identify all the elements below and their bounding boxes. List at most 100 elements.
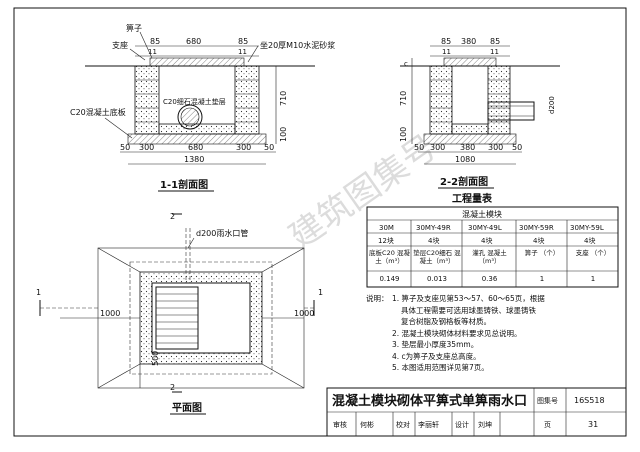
plan-pipe-label: d200雨水口管 bbox=[196, 228, 248, 238]
table-header-1: 30MY-49R bbox=[416, 224, 451, 232]
table-value-0: 0.149 bbox=[379, 275, 400, 283]
base-slab bbox=[127, 133, 267, 145]
pipe-label-2: d200 bbox=[548, 96, 556, 114]
design-label: 设计 bbox=[455, 420, 469, 429]
dim22-top-11a: 11 bbox=[442, 48, 451, 56]
plan-dim-500: 500 bbox=[151, 351, 160, 366]
section-mark-1-right: 1 bbox=[318, 288, 323, 297]
table-count-4: 4块 bbox=[584, 236, 595, 245]
cushion-layer bbox=[158, 123, 236, 135]
dim22-bot-300a: 300 bbox=[430, 143, 445, 152]
dim-total-1380: 1380 bbox=[184, 155, 204, 164]
dim22-bot-50a: 50 bbox=[414, 143, 424, 152]
reviewer-name: 何彬 bbox=[360, 420, 374, 429]
designer-name: 刘坤 bbox=[478, 420, 492, 429]
dim22-bot-380: 380 bbox=[460, 143, 475, 152]
page-number: 31 bbox=[588, 420, 598, 429]
right-wall bbox=[234, 65, 260, 135]
checker-name: 李丽轩 bbox=[418, 420, 439, 429]
table-group-header: 混凝土模块 bbox=[462, 209, 502, 219]
dim-bot-50a: 50 bbox=[120, 143, 130, 152]
atlas-label: 图集号 bbox=[537, 396, 558, 405]
base-slab-2 bbox=[423, 133, 517, 145]
label-mortar: 坐20厚M10水泥砂浆 bbox=[260, 40, 335, 50]
notes-heading: 说明： bbox=[366, 294, 389, 303]
dim-top-11b: 11 bbox=[238, 48, 247, 56]
cushion-layer-2 bbox=[451, 123, 489, 135]
dim22-bot-300b: 300 bbox=[488, 143, 503, 152]
table-item-0: 底板C20 混凝土（m³） bbox=[369, 249, 410, 265]
dim22-bot-50b: 50 bbox=[512, 143, 522, 152]
section-mark-2-top: 2 bbox=[170, 212, 175, 221]
dim-top-11a: 11 bbox=[148, 48, 157, 56]
table-value-1: 0.013 bbox=[426, 275, 448, 283]
table-item-3: 箅子 （个） bbox=[524, 249, 560, 257]
right-wall-2 bbox=[487, 65, 511, 135]
note-line-0: 1. 箅子及支座见第53～57、60～65页，根据 bbox=[392, 294, 545, 303]
note-line-2: 复合树脂及钢格板等材质。 bbox=[401, 317, 491, 326]
label-seat: 支座 bbox=[112, 40, 128, 50]
table-header-3: 30MY-59R bbox=[519, 224, 554, 232]
label-grate: 箅子 bbox=[126, 23, 142, 33]
dim-bot-300a: 300 bbox=[139, 143, 154, 152]
table-value-4: 1 bbox=[590, 275, 596, 283]
note-line-3: 2. 混凝土模块砌体材料要求见总说明。 bbox=[392, 328, 522, 338]
section-1-1-title: 1-1剖面图 bbox=[160, 178, 208, 191]
table-value-row: 0.149 0.013 0.36 1 1 bbox=[367, 273, 618, 286]
left-wall bbox=[134, 65, 160, 135]
table-value-2: 0.36 bbox=[481, 275, 498, 283]
plan-view: d200雨水口管 1 1 2 2 1000 1000 500 平面图 bbox=[36, 212, 323, 415]
dim-top-680: 680 bbox=[186, 37, 201, 46]
check-label: 校对 bbox=[396, 420, 410, 429]
pipe-section bbox=[177, 104, 203, 130]
table-header-4: 30MY-59L bbox=[570, 224, 604, 232]
table-title: 工程量表 bbox=[452, 192, 493, 205]
dim-bot-50b: 50 bbox=[264, 143, 274, 152]
table-item-1: 垫层C20细石 混凝土（m³） bbox=[413, 249, 461, 265]
label-base: C20混凝土底板 bbox=[70, 107, 126, 117]
quantity-table: 工程量表 混凝土模块 30M 30MY-49R 30MY-49L 30MY-59… bbox=[366, 192, 619, 288]
dim22-side-100: 100 bbox=[399, 127, 408, 142]
section-1-1: 85 680 85 11 11 箅子 支座 坐20厚M10水泥砂浆 C20细石混… bbox=[70, 23, 335, 192]
section-2-2: d200 85 380 85 11 11 c 710 100 50 300 38… bbox=[399, 37, 560, 189]
table-count-1: 4块 bbox=[428, 236, 439, 245]
note-line-1: 具体工程需要可选用球墨铸铁、球墨铸铁 bbox=[401, 305, 536, 315]
sheet-border bbox=[13, 7, 627, 437]
table-item-2: 灌孔 混凝土（m³） bbox=[472, 249, 507, 265]
title-block: 混凝土模块砌体平箅式单箅雨水口 图集号 16S518 审核 何彬 校对 李丽轩 … bbox=[326, 387, 627, 437]
table-header-2: 30MY-49L bbox=[468, 224, 502, 232]
dim-side-710: 710 bbox=[279, 91, 288, 106]
dim-bot-300b: 300 bbox=[236, 143, 251, 152]
section-mark-2-bottom: 2 bbox=[170, 383, 175, 392]
plan-dim-left-1000: 1000 bbox=[100, 309, 120, 318]
review-label: 审核 bbox=[333, 420, 347, 429]
grate bbox=[149, 57, 245, 67]
dim22-top-11b: 11 bbox=[490, 48, 499, 56]
drawing-title: 混凝土模块砌体平箅式单箅雨水口 bbox=[332, 393, 527, 409]
section-mark-1-left: 1 bbox=[36, 288, 41, 297]
table-item-row: 底板C20 混凝土（m³） 垫层C20细石 混凝土（m³） 灌孔 混凝土（m³）… bbox=[367, 247, 618, 271]
dim-top-85a: 85 bbox=[150, 37, 160, 46]
dim22-top-380: 380 bbox=[461, 37, 476, 46]
dim22-side-c: c bbox=[404, 60, 408, 68]
pipe-2 bbox=[487, 101, 535, 121]
label-cushion: C20细石混凝土垫层 bbox=[163, 97, 226, 106]
left-wall-2 bbox=[429, 65, 453, 135]
grate-2 bbox=[443, 57, 497, 67]
table-header-0: 30M bbox=[379, 224, 394, 232]
dim22-top-85b: 85 bbox=[490, 37, 500, 46]
table-value-3: 1 bbox=[539, 275, 545, 283]
table-count-0: 12块 bbox=[378, 236, 394, 245]
atlas-number: 16S518 bbox=[574, 396, 605, 405]
plan-grate bbox=[155, 286, 199, 350]
dim-top-85b: 85 bbox=[238, 37, 248, 46]
plan-title: 平面图 bbox=[172, 402, 202, 414]
table-count-3: 4块 bbox=[533, 236, 544, 245]
dim22-total-1080: 1080 bbox=[455, 155, 475, 164]
dim22-side-710: 710 bbox=[399, 91, 408, 106]
page-label: 页 bbox=[544, 421, 551, 429]
plan-dim-right-1000: 1000 bbox=[294, 309, 314, 318]
dim-side-100: 100 bbox=[279, 127, 288, 142]
